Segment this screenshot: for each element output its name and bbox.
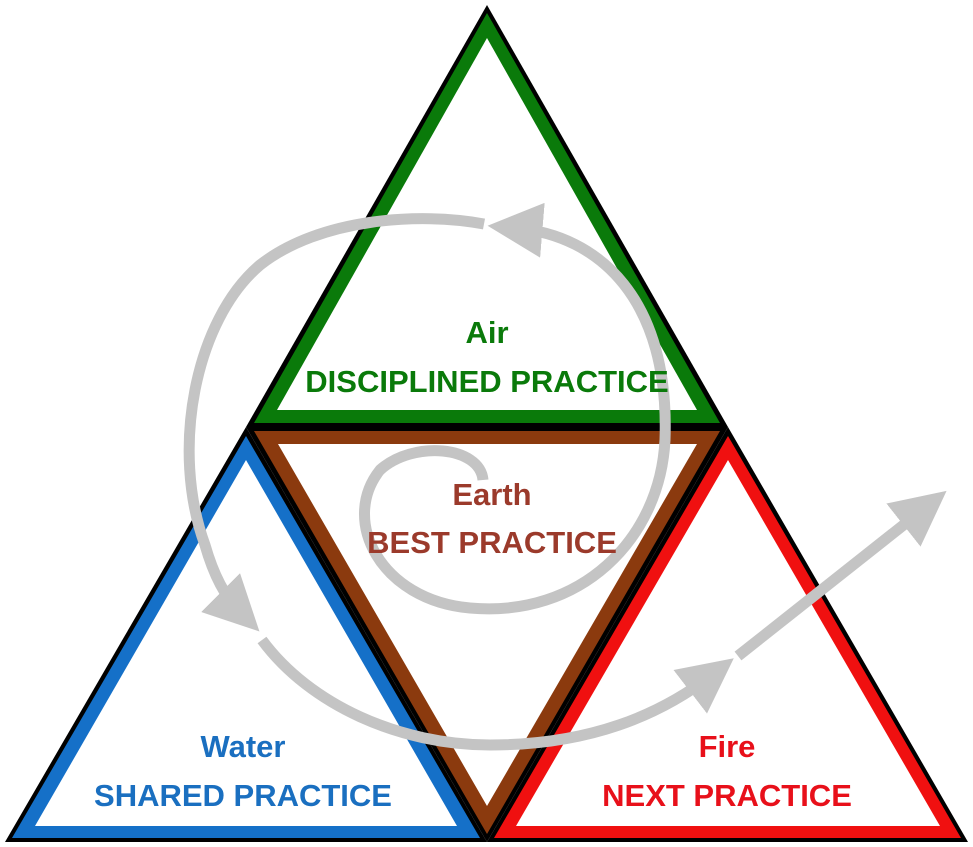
earth-element-label: Earth xyxy=(452,477,531,512)
fire-practice-label: NEXT PRACTICE xyxy=(602,778,852,813)
air-triangle xyxy=(246,5,728,427)
spiral-arrow-outer-left xyxy=(183,213,486,632)
water-element-label: Water xyxy=(201,729,286,764)
earth-practice-label: BEST PRACTICE xyxy=(367,525,617,560)
fire-triangle xyxy=(487,427,968,842)
water-triangle xyxy=(5,427,487,842)
earth-label: Earth BEST PRACTICE xyxy=(367,477,617,560)
spiral-arrow-inner xyxy=(359,202,671,615)
water-practice-label: SHARED PRACTICE xyxy=(94,778,392,813)
air-label: Air DISCIPLINED PRACTICE xyxy=(305,315,668,399)
air-practice-label: DISCIPLINED PRACTICE xyxy=(305,364,668,399)
fire-label: Fire NEXT PRACTICE xyxy=(602,729,852,813)
spiral-arrow-bottom xyxy=(257,636,734,751)
water-label: Water SHARED PRACTICE xyxy=(94,729,392,813)
fire-element-label: Fire xyxy=(699,729,756,764)
spiral-arrow-exit xyxy=(734,490,947,661)
air-element-label: Air xyxy=(465,315,508,350)
